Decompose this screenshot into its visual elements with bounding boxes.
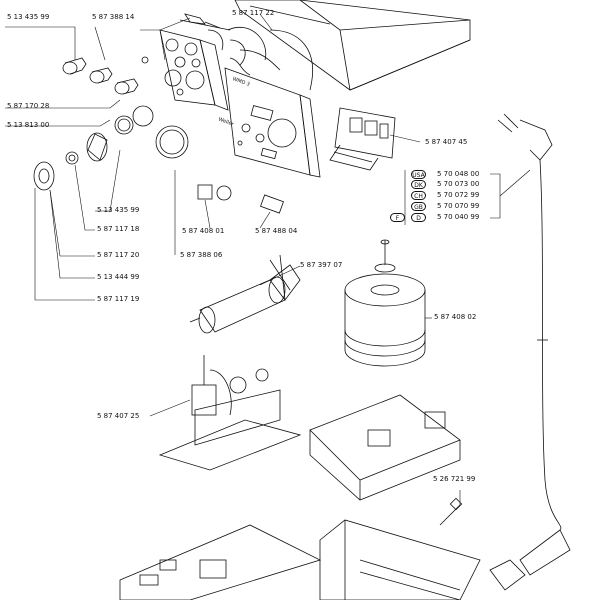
country-code-d: D [411,213,426,222]
chassis-plate [309,394,461,501]
part-label-1: 5 13 435 99 [7,13,50,21]
country-code-ch: CH [411,191,426,200]
leader-lines [5,13,461,505]
country-part-gb: 5 70 070 99 [437,202,480,210]
wire-harness [227,27,313,91]
part-label-5: 5 13 813 00 [7,121,50,129]
part-label-17: 5 87 407 25 [97,412,140,420]
country-code-f: F [390,213,405,222]
part-label-13: 5 87 397 07 [300,261,343,269]
socket-parts [33,105,189,191]
country-part-usa: 5 70 048 00 [437,170,480,178]
bottom-housing [319,519,481,600]
front-panel [159,29,229,111]
country-code-gb: GB [411,202,426,211]
part-label-16: 5 87 408 02 [434,313,477,321]
display-pcb [329,107,396,171]
part-label-11: 5 87 117 20 [97,251,140,259]
country-part-dk: 5 70 073 00 [437,180,480,188]
part-label-9: 5 87 408 01 [182,227,225,235]
part-label-8: 5 87 117 18 [97,225,140,233]
part-label-6: 5 87 407 45 [425,138,468,146]
country-code-usa: USA [411,170,426,179]
part-label-4: 5 87 170 28 [7,102,50,110]
part-label-10: 5 87 488 04 [255,227,298,235]
part-label-7: 5 13 435 99 [97,206,140,214]
toroidal-transformer [344,239,426,367]
part-label-12: 5 87 388 06 [180,251,223,259]
switch-parts [197,184,284,214]
country-code-dk: DK [411,180,426,189]
pump-motor [189,254,301,334]
housing-cover [234,0,471,91]
front-connectors [62,13,231,95]
country-part-ch: 5 70 072 99 [437,191,480,199]
power-cord [489,113,571,591]
part-label-18: 5 26 721 99 [433,475,476,483]
part-label-2: 5 87 388 14 [92,13,135,21]
valve-bracket [158,355,302,471]
part-label-15: 5 87 117 19 [97,295,140,303]
control-panel [224,67,321,178]
main-pcb [119,524,322,600]
screw-part [439,497,463,526]
part-label-14: 5 13 444 99 [97,273,140,281]
part-label-3: 5 87 117 22 [232,9,275,17]
country-part-f-d: 5 70 040 99 [437,213,480,221]
